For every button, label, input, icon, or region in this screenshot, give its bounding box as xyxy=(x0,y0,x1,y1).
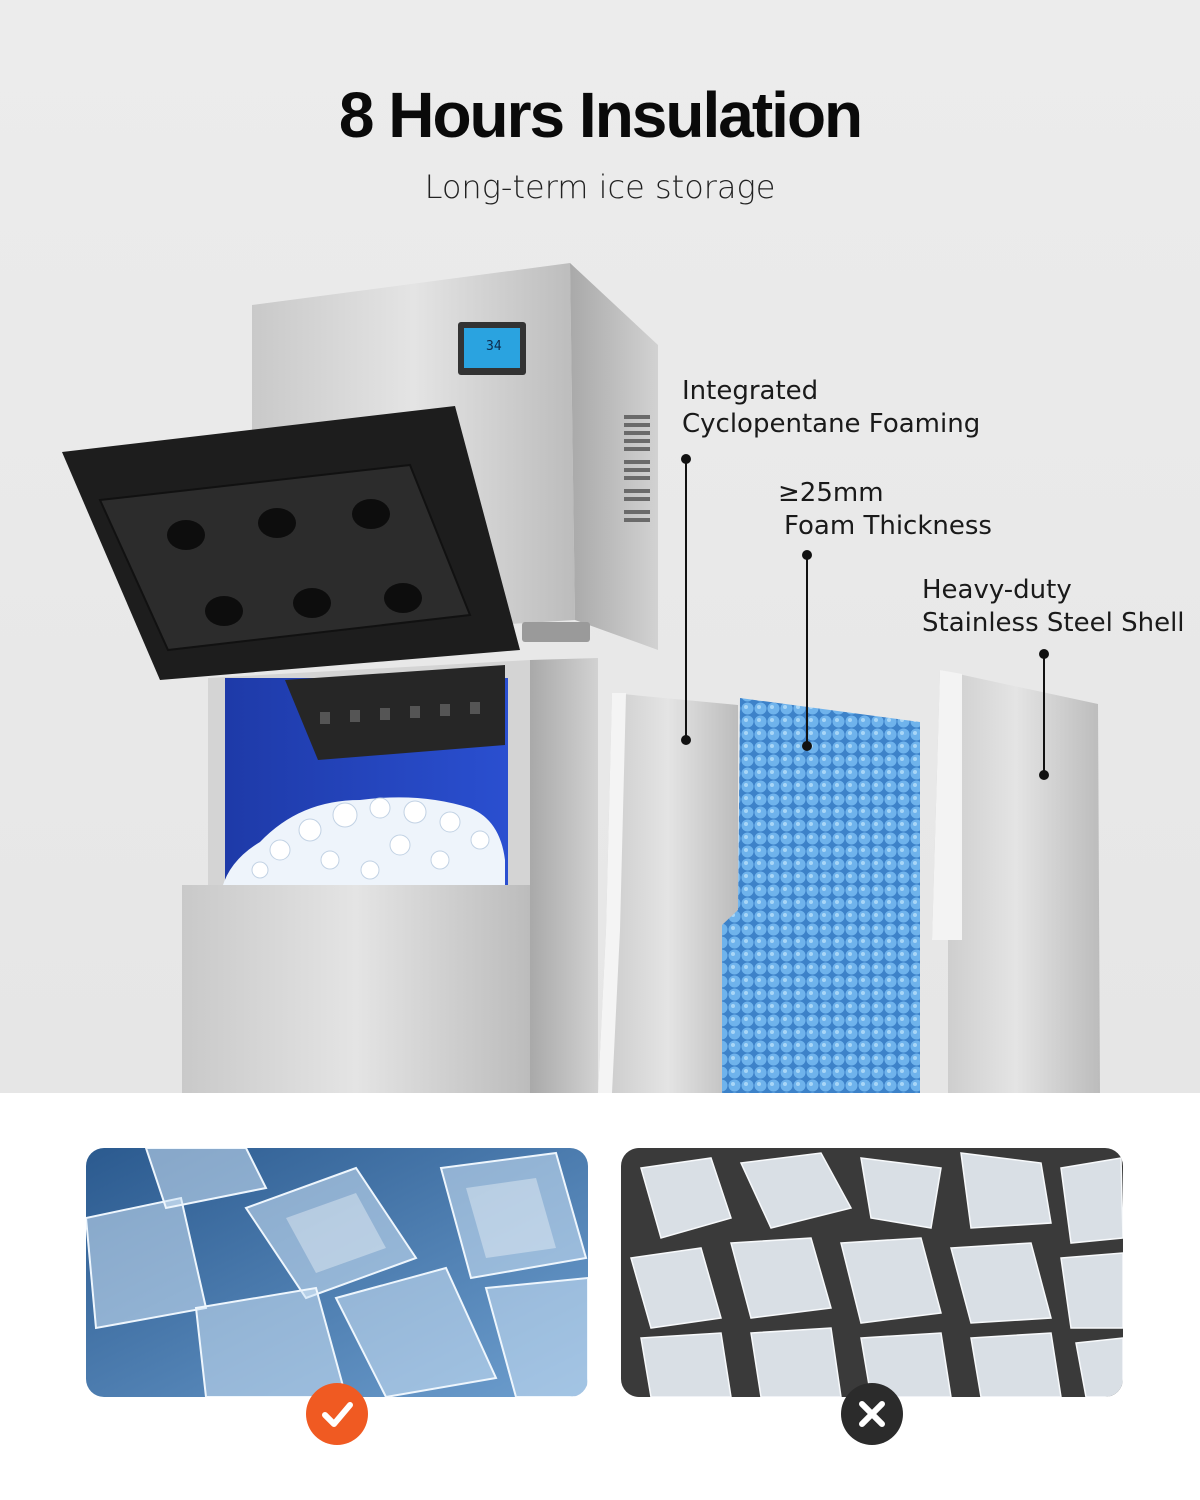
crushed-ice-photo xyxy=(621,1148,1123,1397)
x-badge xyxy=(841,1383,903,1445)
callout-steel-shell: Heavy-duty Stainless Steel Shell xyxy=(922,574,1185,640)
x-icon xyxy=(859,1401,885,1427)
page-subtitle: Long-term ice storage xyxy=(424,168,776,206)
callout-cyclopentane-line1: Integrated xyxy=(682,376,819,406)
callout-foam-thickness-line2: Foam Thickness xyxy=(784,511,992,541)
callout-foam-thickness: ≥25mm Foam Thickness xyxy=(778,477,992,543)
leader-line xyxy=(806,555,808,745)
check-badge xyxy=(306,1383,368,1445)
comparison-section xyxy=(0,1093,1200,1500)
leader-dot xyxy=(802,741,812,751)
callout-foam-thickness-line1: ≥25mm xyxy=(778,478,884,508)
callout-cyclopentane-line2: Cyclopentane Foaming xyxy=(682,409,981,439)
callout-steel-shell-line2: Stainless Steel Shell xyxy=(922,608,1185,638)
ice-maker-illustration: 34 xyxy=(62,263,1100,1093)
hero-section: 8 Hours Insulation Long-term ice storage xyxy=(0,0,1200,1093)
callout-steel-shell-line1: Heavy-duty xyxy=(922,575,1072,605)
display-reading: 34 xyxy=(486,339,502,354)
clear-ice-cubes-photo xyxy=(86,1148,588,1397)
leader-dot xyxy=(681,735,691,745)
leader-line xyxy=(1043,654,1045,774)
callout-cyclopentane: Integrated Cyclopentane Foaming xyxy=(682,375,980,441)
check-icon xyxy=(322,1402,353,1427)
leader-line xyxy=(685,459,687,739)
page-title: 8 Hours Insulation xyxy=(338,79,863,151)
leader-dot xyxy=(1039,770,1049,780)
